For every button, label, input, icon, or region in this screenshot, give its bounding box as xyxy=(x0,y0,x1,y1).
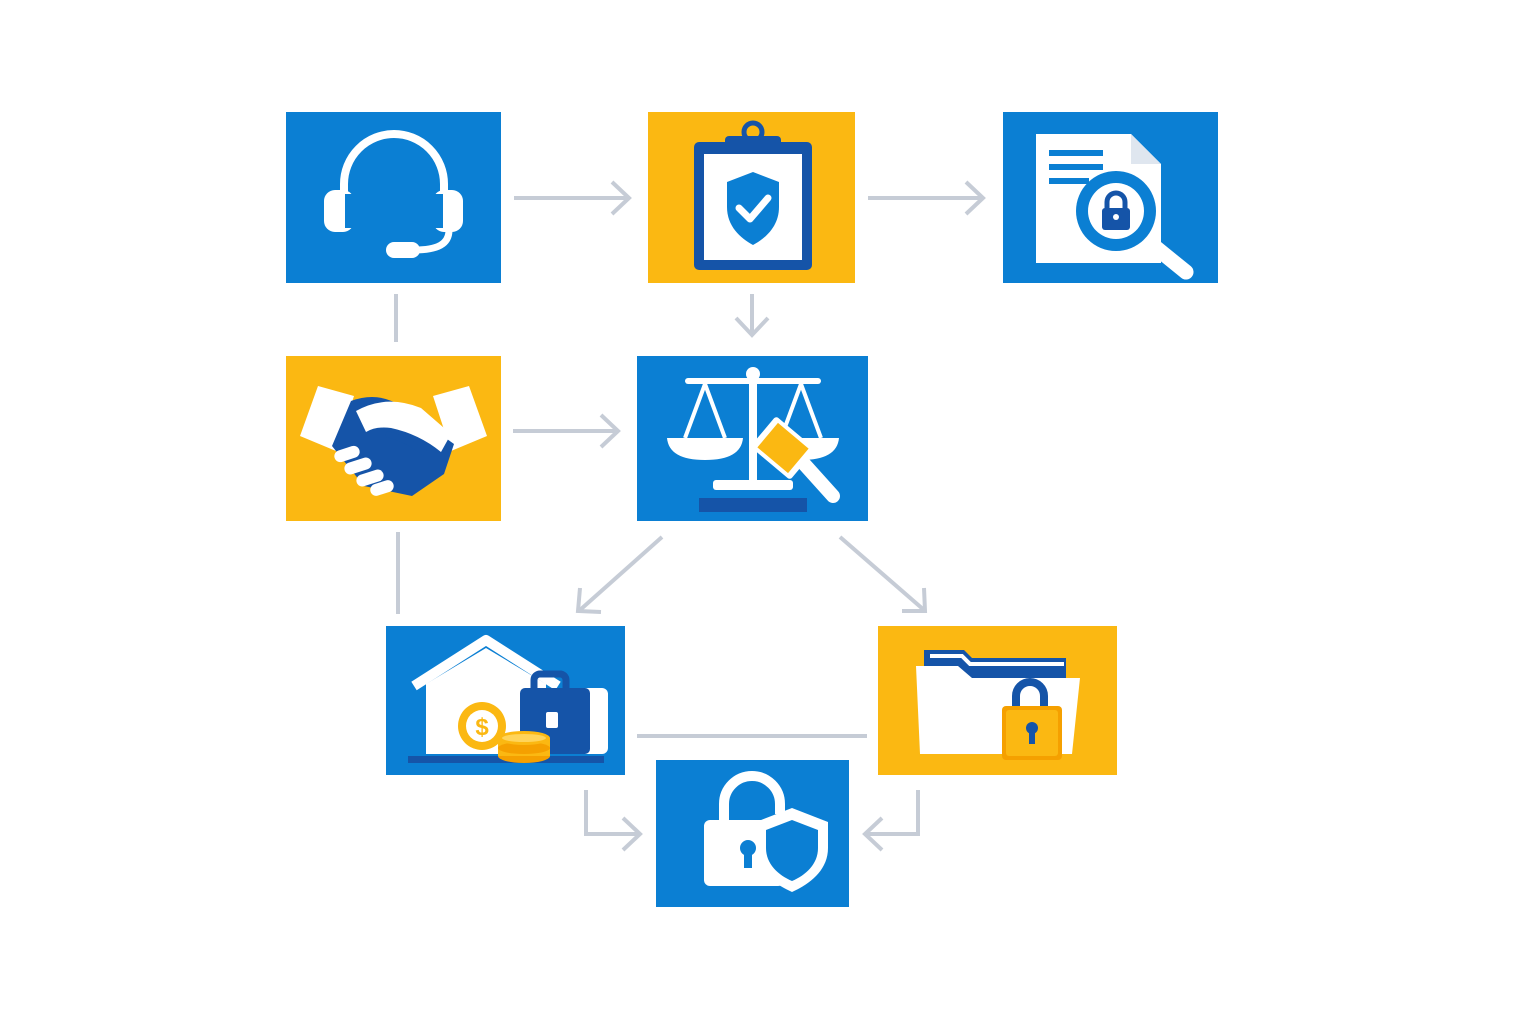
clipboard-shield-check-icon xyxy=(648,112,855,283)
node-records xyxy=(878,626,1117,775)
connector-agreement-legal xyxy=(513,413,621,449)
document-lock-magnifier-icon xyxy=(1003,112,1218,283)
folder-lock-icon xyxy=(878,626,1117,775)
node-security xyxy=(656,760,849,907)
node-audit xyxy=(1003,112,1218,283)
connector-support-compliance xyxy=(514,180,632,216)
connector-compliance-audit xyxy=(868,180,986,216)
svg-text:$: $ xyxy=(475,714,489,741)
connector-legal-assets xyxy=(575,535,664,614)
house-money-briefcase-icon: $ xyxy=(386,626,625,775)
connector-assets-security xyxy=(584,790,643,852)
handshake-icon xyxy=(286,356,501,521)
node-support xyxy=(286,112,501,283)
headset-icon xyxy=(286,112,501,283)
node-compliance xyxy=(648,112,855,283)
padlock-shield-icon xyxy=(656,760,849,907)
node-agreement xyxy=(286,356,501,521)
node-legal xyxy=(637,356,868,521)
node-assets: $ xyxy=(386,626,625,775)
connector-records-security xyxy=(862,790,920,852)
scales-gavel-icon xyxy=(637,356,868,521)
connector-legal-records xyxy=(838,535,928,613)
connector-compliance-legal xyxy=(734,294,770,338)
